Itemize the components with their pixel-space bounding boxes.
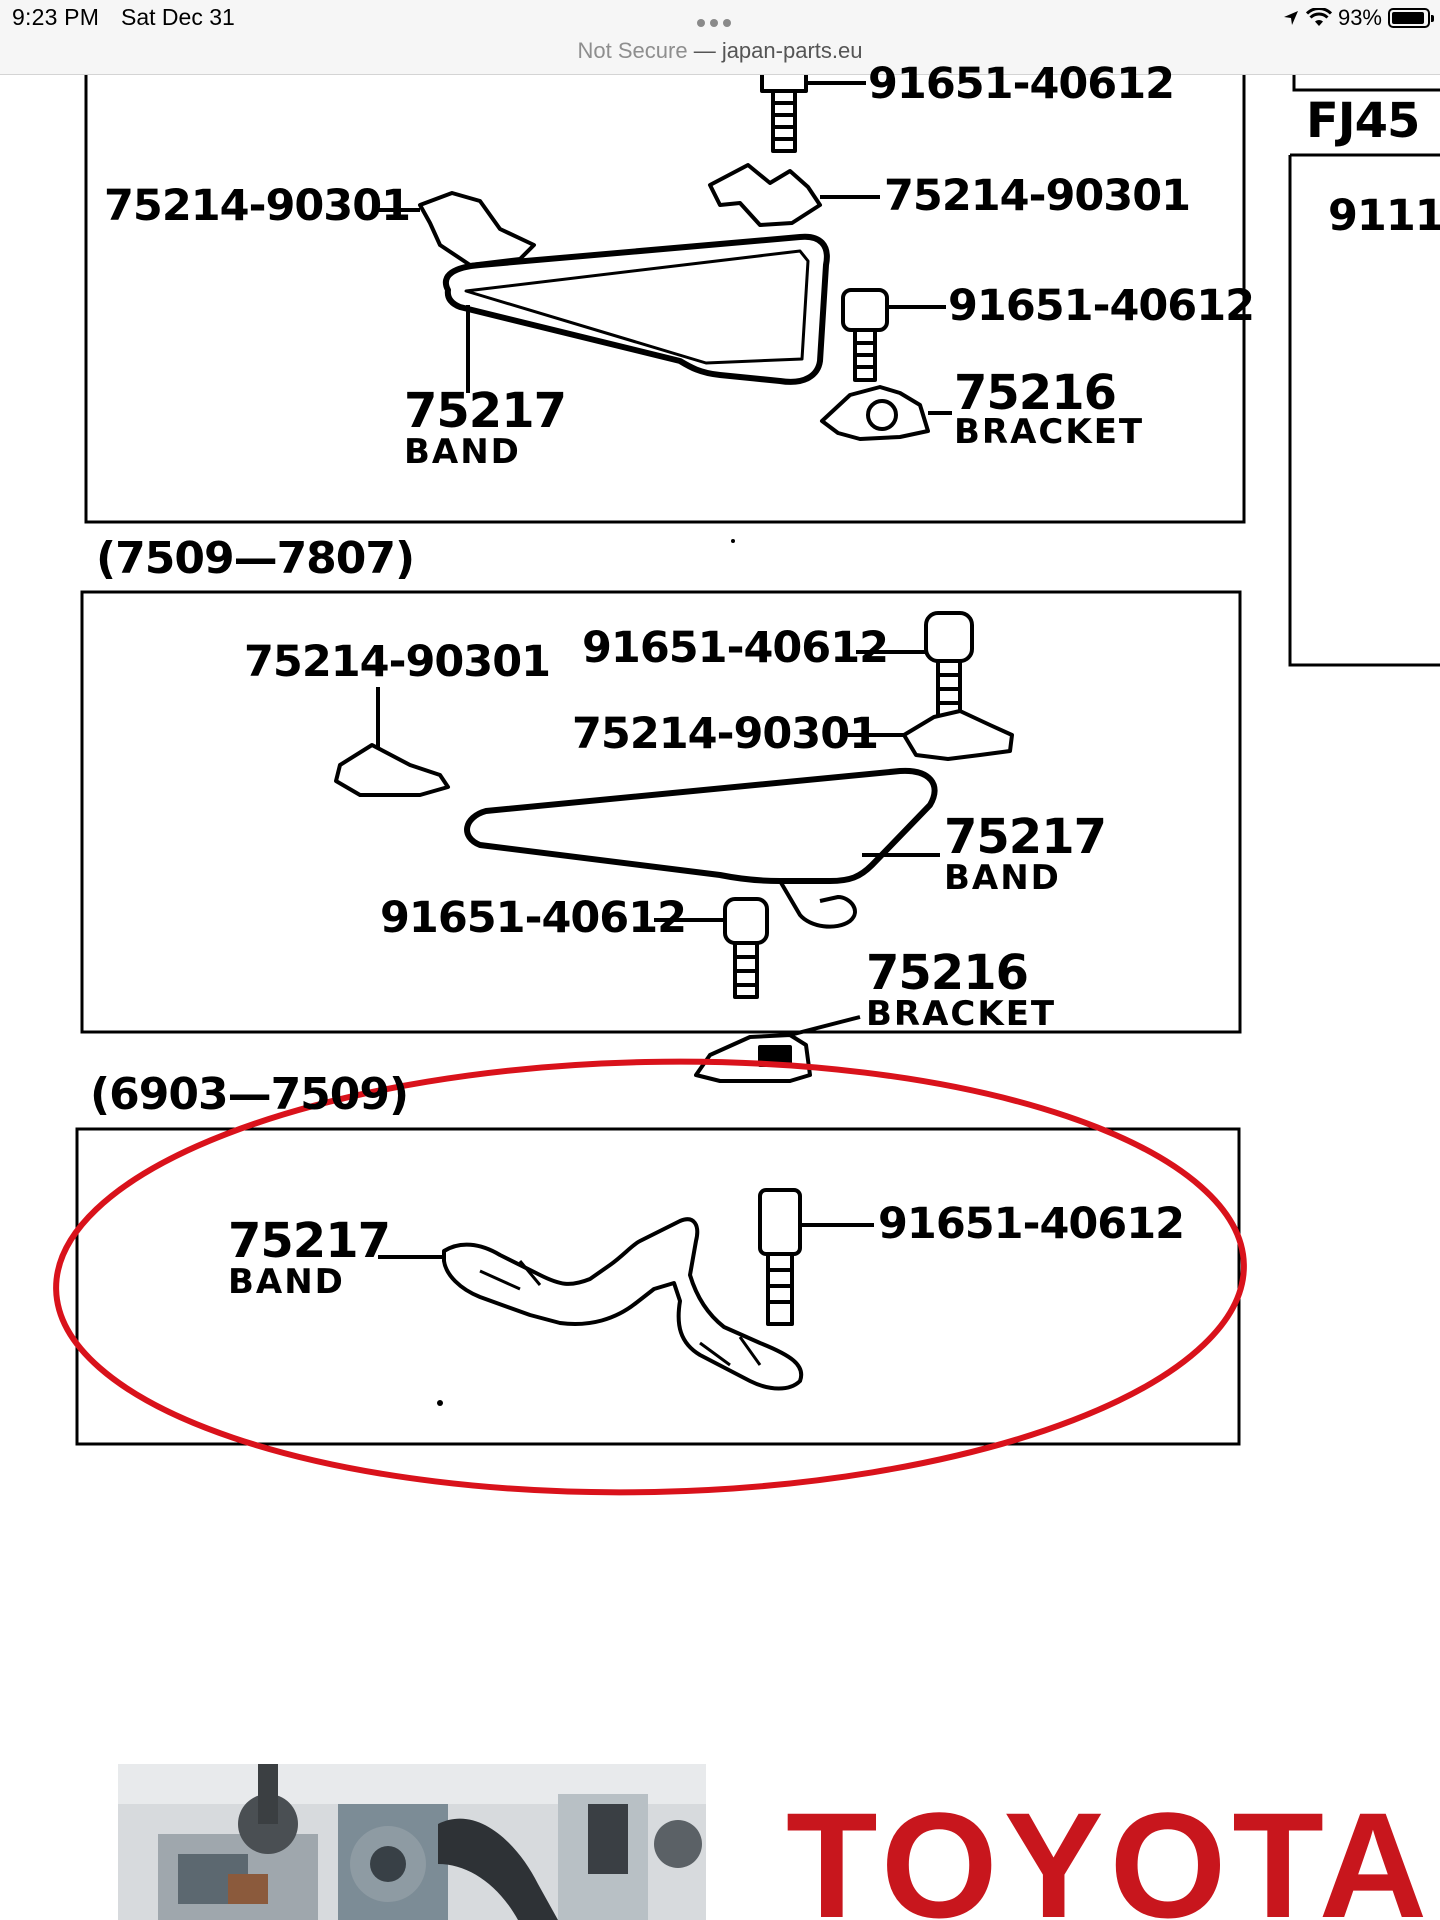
part-label-bottom-bolt[interactable]: 91651-40612 <box>878 1199 1185 1249</box>
part-label-top-clamp-left[interactable]: 75214-90301 <box>104 181 411 231</box>
parts-diagram: 91651-40612 75214-90301 75214-90301 9165… <box>0 63 1440 1765</box>
ios-status-bar: 9:23 PM Sat Dec 31 Not Secure — japan-pa… <box>0 0 1440 75</box>
bolt-icon-top <box>760 75 808 153</box>
highlight-circle <box>53 1058 1247 1496</box>
brand-logo-text[interactable]: TOYOTA & <box>786 1790 1440 1920</box>
footer-banner[interactable]: TOYOTA & <box>0 1764 1440 1920</box>
part-label-top-bracket-number[interactable]: 75216 <box>954 365 1117 421</box>
side-panel-partial-label: 9111 <box>1328 191 1440 241</box>
middle-section-frame <box>80 590 1242 1034</box>
side-panel-frame-top <box>1292 75 1440 92</box>
middle-section-range: (7509—7807) <box>96 533 415 584</box>
part-label-middle-clamp-left[interactable]: 75214-90301 <box>244 637 551 687</box>
battery-level-fill <box>1392 12 1424 24</box>
bolt-icon-bottom <box>758 1188 802 1326</box>
engine-parts-photo <box>118 1764 706 1920</box>
address-bar[interactable]: Not Secure — japan-parts.eu <box>0 38 1440 64</box>
part-label-top-bracket: BRACKET <box>954 412 1145 452</box>
url-separator: — <box>687 38 722 63</box>
part-label-middle-bolt-top[interactable]: 91651-40612 <box>582 623 889 673</box>
clamp-icon-middle-right <box>902 709 1014 761</box>
part-label-top-bolt[interactable]: 91651-40612 <box>868 59 1175 109</box>
clamp-icon-middle-left <box>334 743 450 797</box>
battery-icon <box>1388 8 1434 28</box>
part-label-middle-bracket: BRACKET <box>866 994 1057 1034</box>
band-loop-top <box>443 233 830 385</box>
status-time: 9:23 PM <box>12 4 100 30</box>
part-label-middle-bolt-low[interactable]: 91651-40612 <box>380 893 687 943</box>
url-domain: japan-parts.eu <box>721 38 863 63</box>
part-label-middle-bracket-number[interactable]: 75216 <box>866 945 1029 1001</box>
brand-name: TOYOTA <box>786 1781 1428 1920</box>
part-label-top-band: BAND <box>404 432 521 472</box>
part-label-bottom-band: BAND <box>228 1262 345 1302</box>
brand-ampersand: & <box>1428 1781 1440 1920</box>
band-strap-bottom <box>442 1217 804 1391</box>
diagram-drawing <box>53 75 1440 1496</box>
part-label-middle-band: BAND <box>944 858 1061 898</box>
bolt-icon-middle-low <box>723 897 769 999</box>
status-right-cluster: 93% <box>1282 5 1434 31</box>
band-loop-middle <box>464 767 938 884</box>
security-indicator: Not Secure <box>577 38 688 63</box>
side-panel-frame <box>1288 153 1440 667</box>
status-date: Sat Dec 31 <box>121 4 235 30</box>
part-label-top-band-number[interactable]: 75217 <box>404 383 567 439</box>
wifi-icon <box>1305 8 1332 26</box>
model-label-fj45: FJ45 <box>1306 93 1420 149</box>
bottom-section-range: (6903—7509) <box>90 1069 409 1120</box>
multitasking-dots-icon[interactable] <box>697 14 739 27</box>
part-label-top-clamp-right[interactable]: 75214-90301 <box>884 171 1191 221</box>
clamp-icon-top-left <box>418 191 536 267</box>
part-label-middle-band-number[interactable]: 75217 <box>944 809 1107 865</box>
top-section-frame <box>84 75 1246 524</box>
bolt-icon-top-right <box>841 288 889 382</box>
part-label-middle-clamp-right[interactable]: 75214-90301 <box>572 709 879 759</box>
battery-percent: 93% <box>1337 5 1382 30</box>
part-label-top-bolt-right[interactable]: 91651-40612 <box>948 281 1255 331</box>
bracket-icon-middle <box>694 1033 812 1083</box>
part-label-bottom-band-number[interactable]: 75217 <box>228 1213 391 1269</box>
clamp-icon-top-right <box>708 163 822 227</box>
location-arrow-icon <box>1283 11 1298 25</box>
bolt-icon-middle-top <box>924 611 974 723</box>
